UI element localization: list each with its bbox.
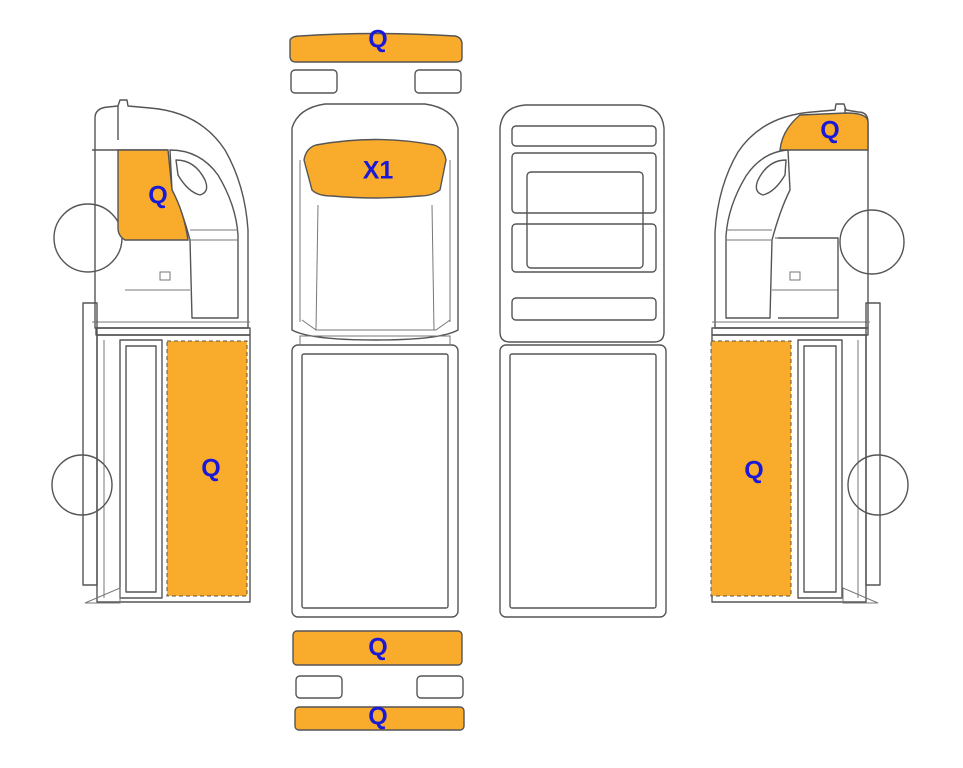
windshield-label: X1 [363,157,394,185]
front-view: Q X1 Q Q [289,26,465,731]
rear-lower-zone[interactable] [294,706,465,731]
rear-lower-label: Q [368,703,387,731]
windshield-zone[interactable] [303,138,447,199]
left-box-label: Q [201,455,220,483]
top-view [499,104,667,618]
right-side-view: Q Q [710,103,909,604]
rear-upper-zone[interactable] [292,630,463,666]
left-box-zone[interactable] [166,340,248,597]
front-bumper-label: Q [368,26,387,54]
front-bumper-zone[interactable] [289,32,463,63]
left-side-view: Q Q [51,99,251,604]
left-door-label: Q [148,182,167,210]
rear-upper-label: Q [368,634,387,662]
right-roof-zone[interactable] [779,112,869,151]
right-box-zone[interactable] [710,340,792,597]
right-box-label: Q [744,457,763,485]
right-roof-label: Q [820,117,839,145]
left-door-zone[interactable] [117,149,189,241]
